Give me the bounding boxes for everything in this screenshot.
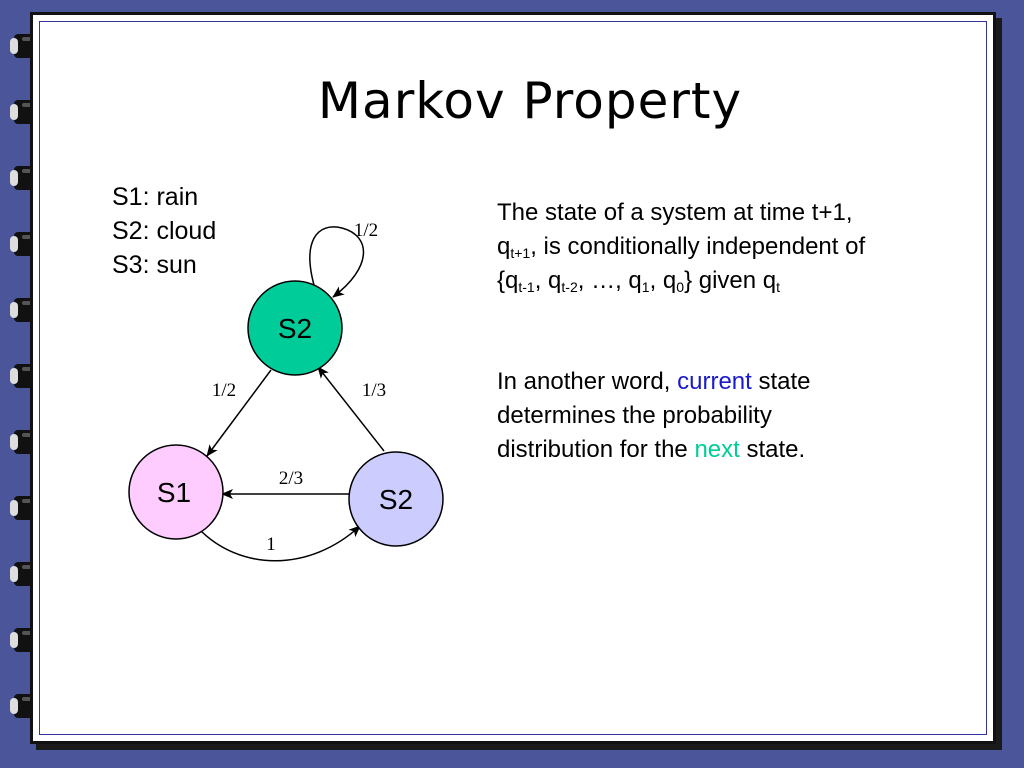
explanation-line-2: determines the probability [497, 402, 772, 429]
state-circle-right [348, 451, 444, 547]
state-node-top: S2 [247, 280, 343, 376]
edge-top-to-left [206, 369, 272, 457]
explanation-paragraph: In another word, current state determine… [497, 365, 977, 467]
state-node-left: S1 [128, 444, 224, 540]
legend-item-s3: S3: sun [112, 251, 197, 279]
state-label-right: S2 [379, 484, 413, 515]
slide-title: Markov Property [317, 72, 743, 130]
explanation-line-1: In another word, current state [497, 368, 811, 395]
edge-label-right-to-top: 1/3 [362, 380, 386, 401]
page-border [39, 21, 987, 735]
edge-label-self-loop: 1/2 [354, 220, 378, 241]
state-node-right: S2 [348, 451, 444, 547]
edge-label-top-to-left: 1/2 [212, 380, 236, 401]
state-circle-top [247, 280, 343, 376]
legend-item-s1: S1: rain [112, 183, 199, 211]
keyword-current: current [677, 368, 752, 395]
slide-page [30, 12, 996, 744]
state-circle-left [128, 444, 224, 540]
definition-line-2: qt+1, is conditionally independent of [497, 233, 866, 261]
definition-paragraph: The state of a system at time t+1, qt+1,… [497, 196, 977, 298]
edge-right-to-top [317, 366, 385, 452]
state-label-left: S1 [157, 477, 191, 508]
explanation-line-3: distribution for the next state. [497, 436, 806, 463]
definition-line-3: {qt-1, qt-2, …, q1, q0} given qt [497, 267, 781, 295]
state-legend: S1: rain S2: cloud S3: sun [112, 180, 216, 282]
definition-line-1: The state of a system at time t+1, [497, 199, 853, 226]
edge-left-to-right [197, 525, 361, 562]
state-label-top: S2 [278, 313, 312, 344]
edge-label-left-to-right: 1 [266, 534, 276, 555]
legend-item-s2: S2: cloud [112, 217, 217, 245]
edge-label-right-to-left: 2/3 [279, 468, 303, 489]
keyword-next: next [694, 436, 740, 463]
edge-self-loop [309, 226, 365, 298]
